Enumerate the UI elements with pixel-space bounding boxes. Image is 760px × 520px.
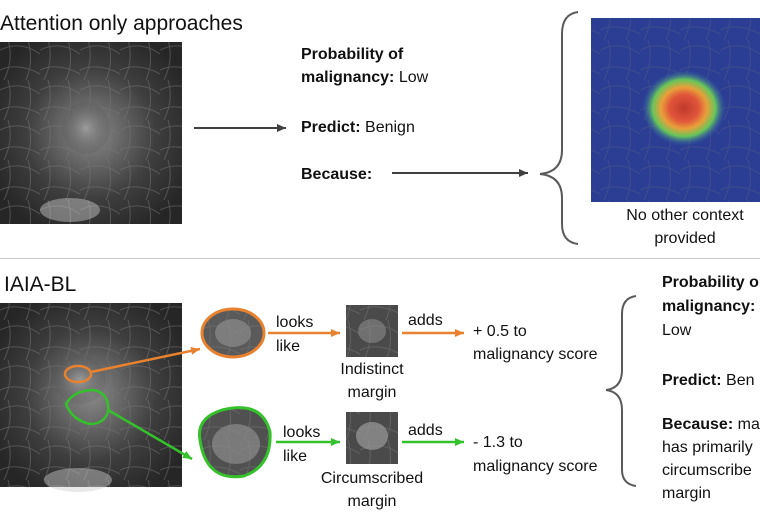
row1-prototype-label-line2: margin xyxy=(347,384,397,401)
row2-adds-label: adds xyxy=(408,422,443,439)
row1-score-line1: + 0.5 to xyxy=(473,323,527,340)
row2-score-line2: malignancy score xyxy=(473,458,598,475)
heatmap-caption-line1: No other context xyxy=(626,207,744,224)
top-probability-line2: malignancy: Low xyxy=(301,67,428,88)
row1-looks-label: looks xyxy=(276,314,314,331)
heatmap-caption-line2: provided xyxy=(654,230,716,247)
row2-prototype-label-line2: margin xyxy=(347,493,397,510)
row2-prototype-label-line1: Circumscribed xyxy=(320,470,424,487)
top-curly-brace xyxy=(539,11,579,245)
green-region-arrow xyxy=(107,408,193,461)
row1-adds-label: adds xyxy=(408,312,443,329)
row2-like-label: like xyxy=(283,448,308,465)
result-predict-line: Predict: Ben xyxy=(662,370,755,391)
iaia-result-panel: Probability o malignancy: Low Predict: B… xyxy=(662,272,760,516)
top-probability-value: Low xyxy=(398,69,429,86)
row2-score-line1: - 1.3 to xyxy=(473,434,523,451)
result-malignancy-label: malignancy: xyxy=(662,298,756,315)
orange-region-arrow xyxy=(90,346,201,374)
result-probability-value: Low xyxy=(662,322,692,339)
top-section-title: Attention only approaches xyxy=(0,12,243,35)
row1-prototype-label-line1: Indistinct xyxy=(340,361,404,378)
result-predict-label: Predict: xyxy=(662,372,722,389)
prototype-circumscribed-image xyxy=(346,412,398,464)
result-because-line4: margin xyxy=(662,485,711,502)
green-region-outline xyxy=(64,388,110,426)
top-probability-label-line1: Probability of xyxy=(301,46,404,63)
result-because-line: Because: ma xyxy=(662,414,760,435)
orange-region-outline xyxy=(63,364,93,384)
attention-heatmap-image xyxy=(591,18,760,202)
test-patch-orange xyxy=(200,307,266,359)
bottom-section-title: IAIA-BL xyxy=(4,273,77,296)
top-malignancy-label: malignancy: xyxy=(301,69,395,86)
bottom-curly-brace xyxy=(605,295,637,487)
top-predict-label: Predict: xyxy=(301,119,361,136)
bottom-mammogram-image xyxy=(0,303,182,492)
row2-looks-label: looks xyxy=(283,424,321,441)
prototype-indistinct-image xyxy=(346,305,398,357)
result-because-value: ma xyxy=(737,416,760,433)
top-predict-value: Benign xyxy=(365,119,415,136)
top-mammogram-image xyxy=(0,42,182,224)
result-because-line2: has primarily xyxy=(662,439,753,456)
top-because-label: Because: xyxy=(301,166,373,183)
result-because-line3: circumscribe xyxy=(662,462,752,479)
result-predict-value: Ben xyxy=(726,372,755,389)
row1-score-line2: malignancy score xyxy=(473,346,598,363)
top-predict-line: Predict: Benign xyxy=(301,117,415,138)
result-probability-label: Probability o xyxy=(662,274,759,291)
test-patch-green xyxy=(197,406,272,479)
top-probability-label: Probability of xyxy=(301,44,403,65)
result-because-label: Because: xyxy=(662,416,734,433)
row1-like-label: like xyxy=(276,338,301,355)
section-divider xyxy=(0,258,760,259)
